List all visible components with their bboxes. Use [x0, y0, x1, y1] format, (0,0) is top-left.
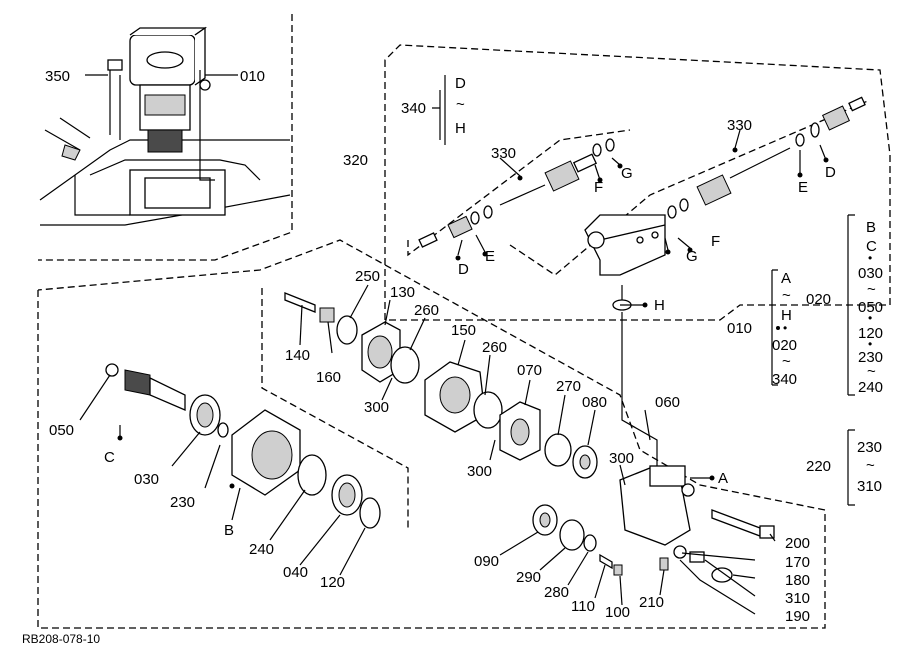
callout-260-b: 260: [482, 339, 507, 356]
callout-060: 060: [655, 394, 680, 411]
leader-lines: [79, 74, 855, 615]
callout-340: 340: [401, 100, 426, 117]
ref-letter-B: B: [224, 522, 234, 539]
callout-020: 020: [806, 291, 831, 308]
callout-250: 250: [355, 268, 380, 285]
callout-350: 350: [45, 68, 70, 85]
callout-040: 040: [283, 564, 308, 581]
callout-110: 110: [571, 598, 595, 615]
callout-010-top: 010: [240, 68, 265, 85]
relief-valve-assembly-right: [667, 96, 866, 219]
range-220-tilde: ~: [866, 457, 875, 474]
callout-230: 230: [170, 494, 195, 511]
motor-parts: [105, 292, 775, 583]
range-020-c: C: [866, 238, 877, 255]
range-340: D ~ H: [444, 75, 466, 145]
range-010-a: A: [781, 270, 791, 287]
callout-190: 190: [785, 608, 810, 625]
range-020-120: 120: [858, 325, 883, 342]
callout-labels: 350 010 340 320 330 330 010 020 220 250 …: [45, 68, 831, 625]
boundary-motor-group-020: [37, 239, 826, 629]
ref-letter-D-left: D: [458, 261, 469, 278]
range-020-050: 050: [858, 299, 883, 316]
callout-330-left: 330: [491, 145, 516, 162]
range-020-b: B: [866, 219, 876, 236]
ref-letter-D-right: D: [825, 164, 836, 181]
range-020-bullet2: •: [868, 311, 872, 325]
ref-letter-F-right: F: [711, 233, 720, 250]
boundary-motor-internal: [261, 288, 409, 530]
boundary-valve-330-left: [407, 129, 631, 257]
relief-valve-assembly-left: [418, 138, 615, 248]
ref-letter-F-left: F: [594, 179, 603, 196]
callout-330-right: 330: [727, 117, 752, 134]
o-ring-H: [612, 285, 658, 470]
callout-210: 210: [639, 594, 664, 611]
range-020-tilde1: ~: [867, 281, 876, 298]
installation-view: [39, 26, 291, 226]
callout-310: 310: [785, 590, 810, 607]
range-020-bullet1: •: [868, 251, 872, 265]
callout-300-c: 300: [609, 450, 634, 467]
callout-160: 160: [316, 369, 341, 386]
ref-letter-C: C: [104, 449, 115, 466]
range-010-bullet: •: [783, 321, 787, 335]
range-220-230: 230: [857, 439, 882, 456]
range-010-020: 020: [772, 337, 797, 354]
callout-090: 090: [474, 553, 499, 570]
callout-290: 290: [516, 569, 541, 586]
callout-270: 270: [556, 378, 581, 395]
callout-240: 240: [249, 541, 274, 558]
ref-letter-E-left: E: [485, 248, 495, 265]
range-020: B C • 030 ~ 050 • 120 • 230 ~ 240: [858, 219, 883, 396]
callout-300-a: 300: [364, 399, 389, 416]
callout-130: 130: [390, 284, 415, 301]
callout-200: 200: [785, 535, 810, 552]
range-340-tilde: ~: [456, 96, 465, 113]
valve-block: [584, 214, 666, 276]
callout-080: 080: [582, 394, 607, 411]
ref-letter-A: A: [718, 470, 728, 487]
range-020-tilde2: ~: [867, 363, 876, 380]
callout-050: 050: [49, 422, 74, 439]
letter-references: C B A H D E F G G F E D: [104, 164, 836, 539]
reference-dots: [117, 147, 829, 489]
range-010: A ~ H • 020 ~ 340: [772, 270, 797, 388]
range-010-340: 340: [772, 371, 797, 388]
callout-220: 220: [806, 458, 831, 475]
ref-letter-E-right: E: [798, 179, 808, 196]
range-020-030: 030: [858, 265, 883, 282]
drawing-code: RB208-078-10: [22, 632, 100, 646]
callout-120: 120: [320, 574, 345, 591]
range-010-tilde2: ~: [782, 353, 791, 370]
ref-letter-G-left: G: [621, 165, 633, 182]
callout-150: 150: [451, 322, 476, 339]
boundary-installation-view: [38, 14, 293, 261]
boundary-valve-group-320: [384, 44, 891, 321]
range-010-h: H: [781, 307, 792, 324]
range-340-from: D: [455, 75, 466, 92]
callout-070: 070: [517, 362, 542, 379]
range-020-bullet3: •: [868, 337, 872, 351]
range-010-tilde1: ~: [782, 287, 791, 304]
callout-180: 180: [785, 572, 810, 589]
ref-letter-H: H: [654, 297, 665, 314]
callout-320: 320: [343, 152, 368, 169]
callout-010-mid: 010: [727, 320, 752, 337]
ref-letter-G-right: G: [686, 248, 698, 265]
callout-280: 280: [544, 584, 569, 601]
range-020-240: 240: [858, 379, 883, 396]
range-020-230: 230: [858, 349, 883, 366]
callout-140: 140: [285, 347, 310, 364]
callout-030: 030: [134, 471, 159, 488]
callout-260-a: 260: [414, 302, 439, 319]
range-220: 230 ~ 310: [857, 439, 882, 495]
callout-100: 100: [605, 604, 630, 621]
callout-300-b: 300: [467, 463, 492, 480]
range-340-to: H: [455, 120, 466, 137]
range-220-310: 310: [857, 478, 882, 495]
callout-170: 170: [785, 554, 810, 571]
